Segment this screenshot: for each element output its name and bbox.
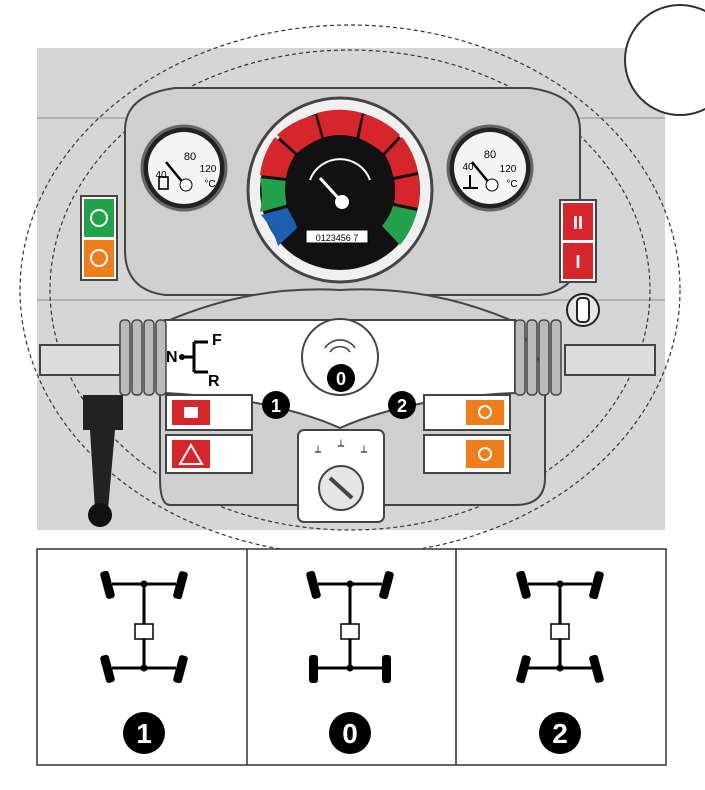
position-marker-1-label: 1 bbox=[271, 396, 281, 416]
four-wheel-drive-switch[interactable] bbox=[423, 394, 511, 431]
forward-label: F bbox=[212, 332, 222, 349]
mode-caption-1: 1 bbox=[136, 718, 152, 749]
steering-diagram-front-steer: 1 bbox=[100, 570, 188, 754]
turn-signal-light bbox=[382, 206, 417, 245]
switch-label-ii: II bbox=[573, 213, 583, 233]
knob-symbol-center: ⟂ bbox=[338, 438, 345, 449]
left-gauge-tick-high: 120 bbox=[200, 164, 217, 175]
beacon-icon bbox=[90, 249, 108, 267]
left-gauge-unit: °C bbox=[204, 179, 215, 190]
right-rocker-switch[interactable]: II I bbox=[559, 199, 597, 283]
odometer-display bbox=[305, 229, 369, 244]
right-gauge-unit: °C bbox=[506, 179, 517, 190]
hazard-triangle-icon bbox=[178, 443, 204, 465]
switch-label-i: I bbox=[575, 252, 580, 272]
knob-symbol-left: ⟂ bbox=[315, 444, 322, 455]
position-marker-2-label: 2 bbox=[397, 396, 407, 416]
right-gauge-tick-mid: 80 bbox=[484, 149, 496, 161]
left-gauge-tick-mid: 80 bbox=[184, 151, 196, 163]
drive-mode-rotary-knob[interactable]: ⟂ ⟂ ⟂ bbox=[297, 429, 385, 523]
side-lights-indicator bbox=[260, 178, 288, 212]
left-rocker-switch[interactable] bbox=[80, 195, 118, 281]
position-marker-2: 2 bbox=[388, 391, 416, 419]
gears-icon bbox=[478, 405, 492, 419]
neutral-label: N bbox=[166, 349, 178, 366]
fuel-pump-icon bbox=[158, 176, 169, 190]
hand-throttle-lever[interactable] bbox=[83, 395, 123, 527]
brake-warning-light bbox=[359, 114, 400, 153]
work-light-switch[interactable] bbox=[423, 434, 511, 474]
reverse-label: R bbox=[208, 373, 220, 390]
position-marker-0-label: 0 bbox=[336, 369, 346, 389]
shuttle-direction-indicator: F N R bbox=[166, 332, 222, 390]
high-beam-indicator bbox=[261, 208, 297, 246]
mode-caption-2: 2 bbox=[552, 718, 568, 749]
left-steering-bellows bbox=[39, 319, 167, 396]
dashboard-illustration: 80 40 120 °C bbox=[19, 4, 705, 556]
mode-badge-2 bbox=[539, 712, 581, 754]
right-temperature-gauge: 80 40 120 °C bbox=[446, 124, 534, 212]
left-gauge-tick-low: 40 bbox=[155, 170, 167, 181]
mode-badge-0 bbox=[329, 712, 371, 754]
central-gauge: 0123456 7 bbox=[246, 96, 434, 284]
mode-badge-1 bbox=[123, 712, 165, 754]
work-light-icon bbox=[478, 447, 492, 461]
power-takeoff-icon bbox=[90, 209, 108, 227]
steering-diagram-four-wheel: 2 bbox=[516, 570, 604, 754]
left-temperature-gauge: 80 40 120 °C bbox=[140, 124, 228, 212]
right-gauge-tick-low: 40 bbox=[462, 162, 474, 173]
hazard-switch[interactable] bbox=[165, 434, 253, 474]
steering-diagram-two-wheel: 0 bbox=[306, 570, 394, 754]
parking-brake-light bbox=[385, 137, 418, 177]
position-marker-1: 1 bbox=[262, 391, 290, 419]
horn-button[interactable] bbox=[301, 318, 379, 396]
coolant-temp-icon bbox=[463, 175, 478, 189]
steering-column-gear bbox=[624, 4, 705, 116]
ignition-key[interactable] bbox=[566, 293, 600, 327]
right-steering-bellows bbox=[514, 319, 656, 396]
drive-mode-table: 1 0 bbox=[36, 548, 667, 766]
lock-icon bbox=[184, 407, 198, 418]
right-gauge-tick-high: 120 bbox=[500, 164, 517, 175]
odometer-digits: 0123456 7 bbox=[316, 233, 359, 243]
coolant-warning-light bbox=[260, 137, 295, 178]
diff-lock-switch[interactable] bbox=[165, 394, 253, 431]
position-marker-0: 0 bbox=[327, 364, 355, 392]
knob-symbol-right: ⟂ bbox=[361, 444, 368, 455]
mode-caption-0: 0 bbox=[342, 718, 358, 749]
brake-pad-light bbox=[394, 175, 420, 208]
battery-warning-light bbox=[317, 109, 362, 138]
